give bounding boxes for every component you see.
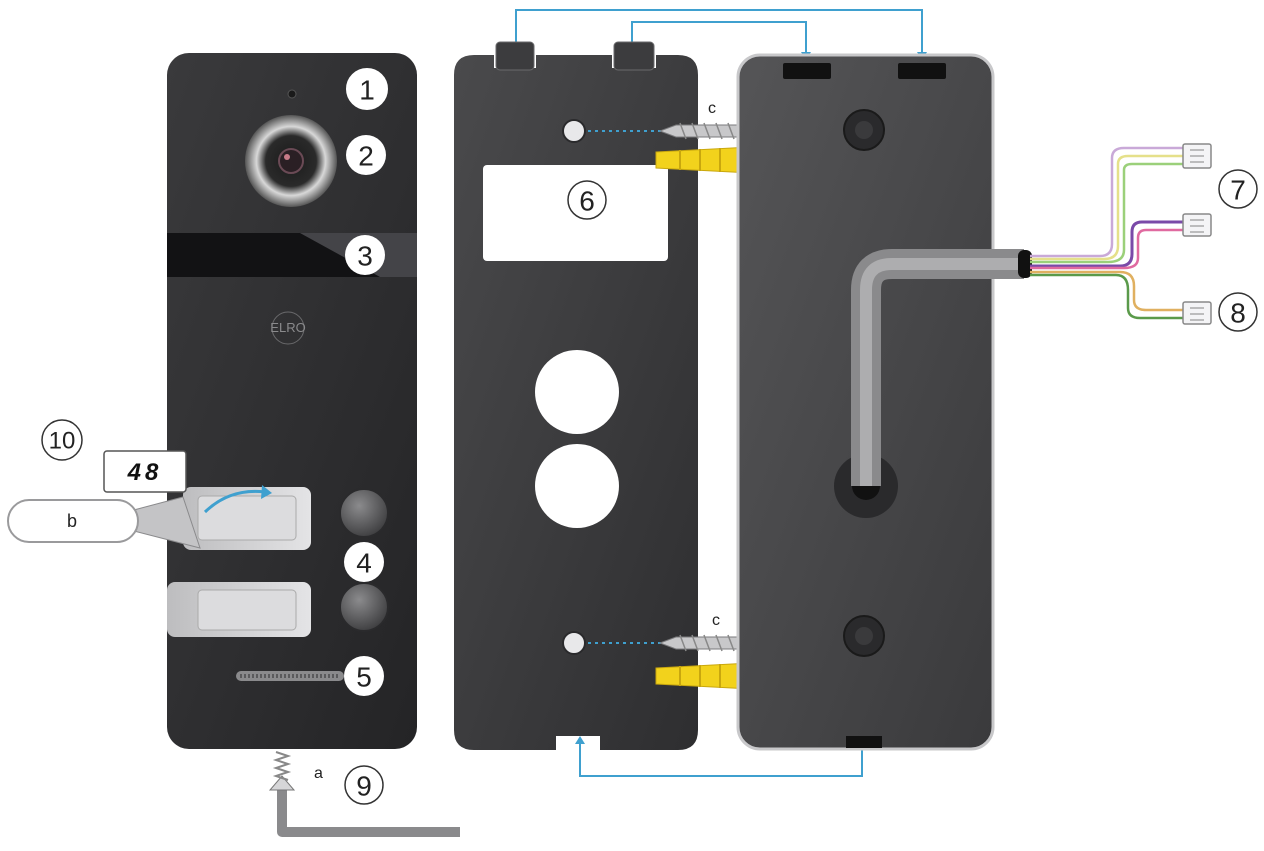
lens-highlight: [284, 154, 290, 160]
call-button-upper: [339, 488, 389, 538]
microphone-hole: [287, 89, 297, 99]
mounting-slot-left: [783, 63, 831, 79]
bottom-screw-slot: [846, 736, 882, 748]
callout-8: 8: [1218, 292, 1258, 332]
logo-text: ELRO: [270, 320, 305, 335]
mounting-plate: [454, 41, 698, 750]
plug-pins: [1190, 149, 1204, 163]
house-number-card: 48: [103, 450, 187, 493]
screw-boss-top-hole: [855, 121, 873, 139]
callout-circle: [41, 419, 83, 461]
house-number-text: 48: [127, 459, 163, 486]
callout-6: 6: [567, 180, 607, 220]
connector-line-bottom: [579, 742, 863, 777]
callout-9: 9: [344, 765, 384, 805]
house-number-card-body: [103, 450, 187, 493]
plug-pins: [1190, 219, 1204, 233]
name-plate-lower-window: [197, 589, 297, 631]
connection-cable: [851, 143, 1212, 486]
screw-boss-bottom-hole: [855, 627, 873, 645]
callout-number-7: 7: [1230, 175, 1246, 206]
screw-head: [268, 775, 296, 791]
wire-bundle-8: [1030, 270, 1185, 312]
callout-number-4: 4: [356, 548, 372, 579]
callout-number-8: 8: [1230, 298, 1246, 329]
screw-thread: [679, 122, 759, 140]
callout-5: 5: [344, 656, 384, 696]
callout-circle: [344, 765, 384, 805]
callout-circle: [567, 180, 607, 220]
cable-end-sleeve: [1018, 250, 1032, 278]
callout-circle: [345, 235, 385, 275]
screw-thread: [679, 634, 759, 652]
wall-opening-upper: [535, 350, 619, 434]
callout-number-5: 5: [356, 662, 372, 693]
wire: [1030, 273, 1185, 320]
callout-circle: [1218, 292, 1258, 332]
wire: [1030, 162, 1185, 264]
hex-key-icon: [277, 785, 460, 837]
arrowhead: [575, 736, 585, 744]
cable-jacket-highlight: [860, 258, 1024, 486]
connector-line-inner-top: [631, 21, 807, 60]
logo-ring-icon: [271, 311, 305, 345]
wire: [1030, 228, 1185, 270]
callout-circle: [346, 68, 388, 110]
callout-number-1: 1: [359, 75, 375, 106]
screw-hole-top: [562, 119, 586, 143]
name-plate-upper-window: [197, 495, 297, 541]
callout-2: 2: [346, 135, 386, 175]
plug-pins: [1190, 307, 1204, 321]
callout-1: 1: [346, 68, 388, 110]
screw-thread: [272, 751, 292, 781]
mounting-slot-right: [898, 63, 946, 79]
label-insert-tool: b: [7, 496, 201, 549]
callout-7: 7: [1218, 169, 1258, 209]
callout-3: 3: [345, 235, 385, 275]
call-button-lower: [339, 582, 389, 632]
letter-b: b: [67, 511, 77, 531]
alignment-connector-lines: [515, 9, 923, 777]
arrowhead: [261, 485, 272, 499]
callout-circle: [344, 656, 384, 696]
insert-direction-arrow: [203, 489, 266, 514]
screw-hole-bottom: [562, 631, 586, 655]
callout-number-6: 6: [579, 186, 595, 217]
letter-c-bottom: c: [712, 612, 720, 629]
letter-c-top: c: [708, 100, 716, 117]
connector-line-outer-top: [515, 9, 923, 60]
camera-lens-glass: [278, 148, 304, 174]
wire-bundle-mid: [1030, 220, 1185, 268]
mounting-tab-left: [495, 41, 535, 71]
callout-circle: [1218, 169, 1258, 209]
callout-number-9: 9: [356, 771, 372, 802]
wall-opening-lower: [535, 444, 619, 528]
mounting-tab-right: [613, 41, 655, 71]
callout-number-10: 10: [49, 428, 76, 455]
insert-tool-handle: [7, 499, 139, 543]
wire: [1030, 154, 1185, 261]
callout-number-3: 3: [357, 241, 373, 272]
wire-bundle-7: [1030, 146, 1185, 258]
callout-circle: [346, 135, 386, 175]
security-screw-and-hex-key: a: [268, 751, 460, 837]
brand-logo: ELRO: [270, 311, 306, 345]
anchor-ribs: [679, 147, 741, 173]
letter-a: a: [314, 765, 323, 782]
callout-10: 10: [41, 419, 83, 461]
callout-number-2: 2: [358, 141, 374, 172]
callout-4: 4: [344, 542, 384, 582]
anchor-ribs: [679, 663, 741, 689]
callout-circle: [344, 542, 384, 582]
